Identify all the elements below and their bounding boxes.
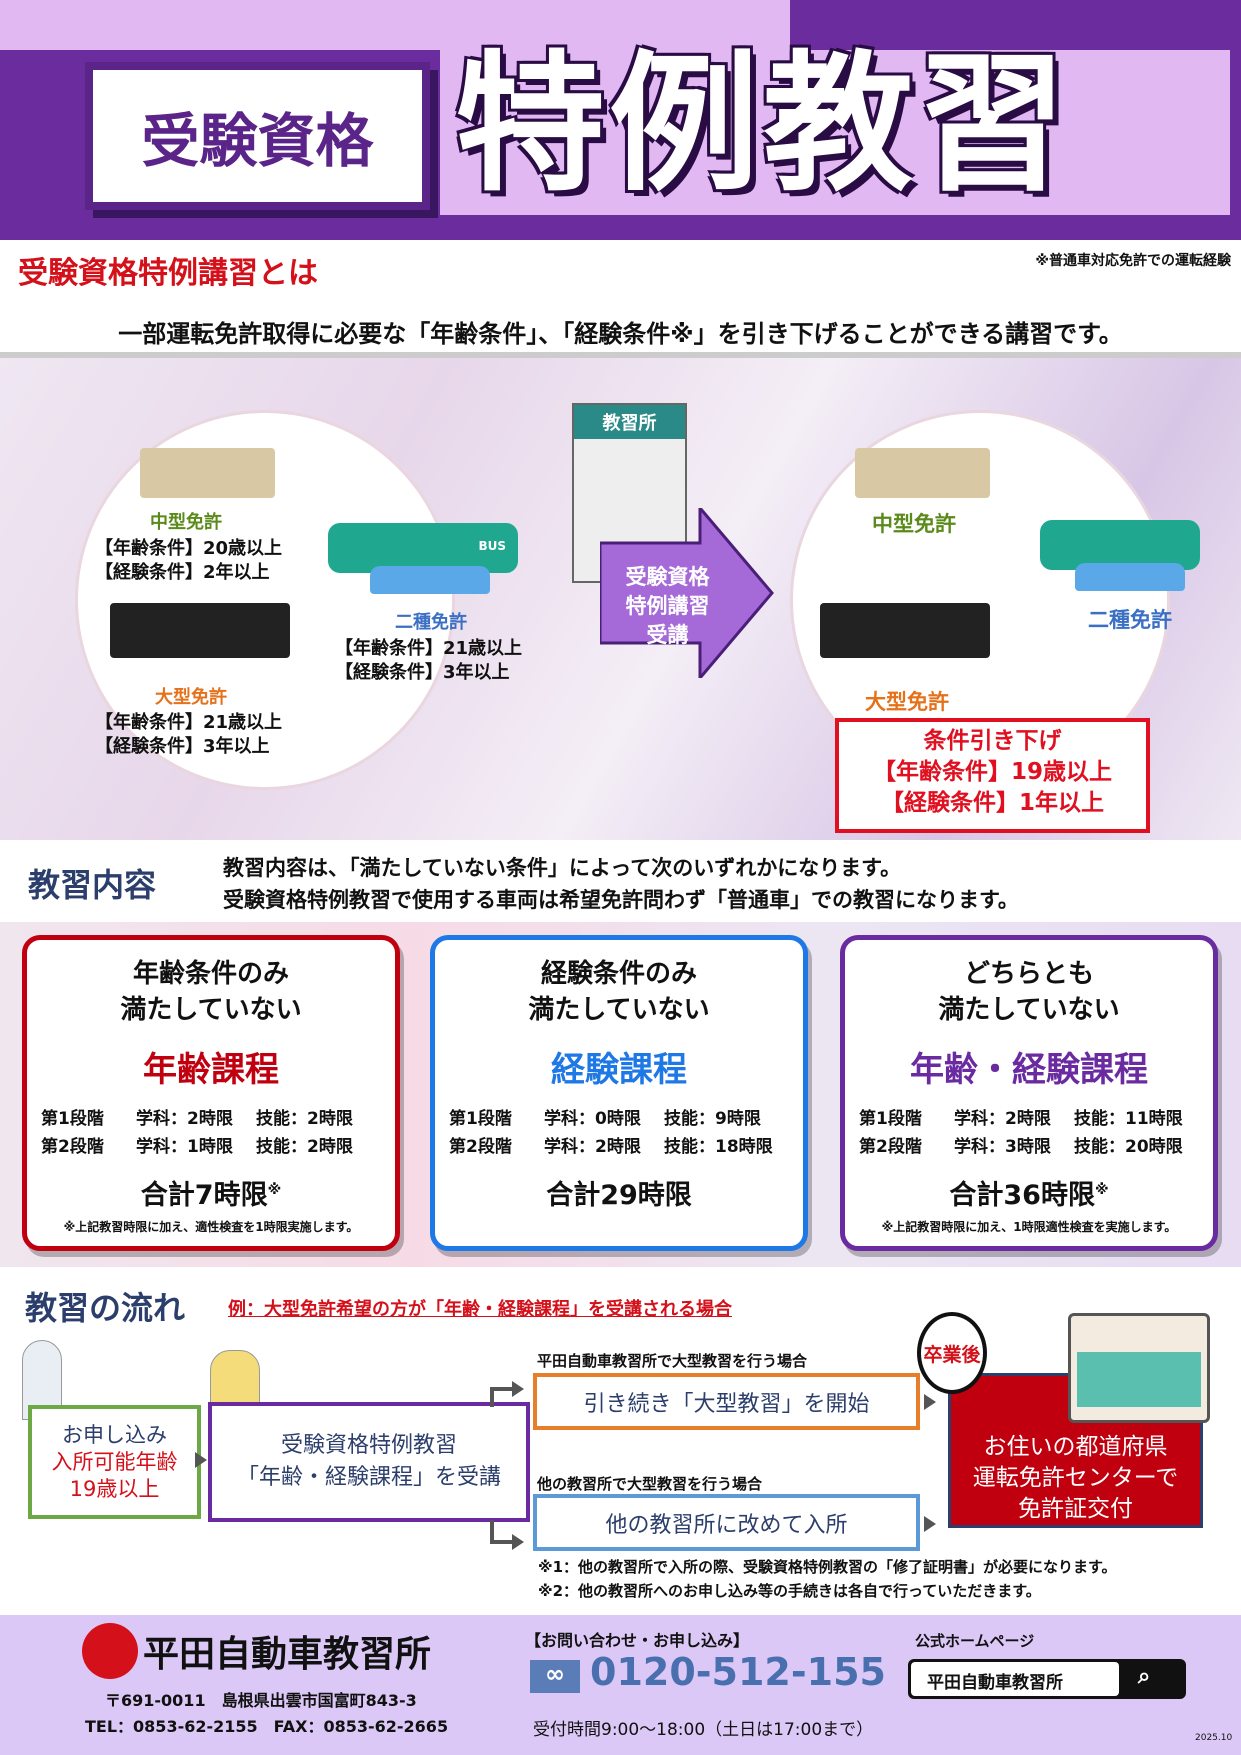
content-heading: 教習内容 <box>28 866 157 904</box>
freedial-icon: ∞ <box>530 1660 580 1693</box>
take-course-box: 受験資格特例教習「年齢・経験課程」を受講 <box>208 1402 530 1522</box>
header-badge: 受験資格 <box>85 62 430 210</box>
bus-icon <box>1040 520 1200 570</box>
course-card: 年齢条件のみ満たしていない 年齢課程 第1段階学科：2時限技能：2時限第2段階学… <box>22 935 400 1251</box>
bus-icon: BUS <box>328 523 518 573</box>
content-description: 教習内容は、「満たしていない条件」によって次のいずれかになります。受験資格特例教… <box>223 856 1019 912</box>
course-total: 合計7時限 <box>140 1180 268 1211</box>
before-second-age: 【年齢条件】21歳以上 <box>335 638 523 659</box>
flow-example: 例：大型免許希望の方が「年齢・経験課程」を受講される場合 <box>228 1299 732 1320</box>
illustration: 中型免許 【年齢条件】20歳以上 【経験条件】2年以上 BUS 二種免許 【年齢… <box>0 358 1241 840</box>
before-large-age: 【年齢条件】21歳以上 <box>95 712 283 733</box>
course-card: どちらとも満たしていない 年齢・経験課程 第1段階学科：2時限技能：11時限第2… <box>840 935 1218 1251</box>
after-second-name: 二種免許 <box>1088 608 1172 632</box>
case-a-box: 引き続き「大型教習」を開始 <box>533 1373 920 1430</box>
course-total: 合計36時限 <box>949 1180 1095 1211</box>
after-medium-name: 中型免許 <box>872 512 956 536</box>
school-name: 平田自動車教習所 <box>143 1634 432 1675</box>
course-name: 年齢課程 <box>143 1050 279 1090</box>
course-name: 年齢・経験課程 <box>910 1050 1148 1090</box>
license-card-icon <box>1068 1313 1210 1423</box>
contact-label: 【お問い合わせ・お申し込み】 <box>525 1631 750 1650</box>
arrow-right-icon <box>600 508 774 678</box>
intro-sentence: 一部運転免許取得に必要な「年齢条件」、「経験条件※」を引き下げることができる講習… <box>118 320 1123 348</box>
intro-heading: 受験資格特例講習とは <box>18 256 318 291</box>
case-b-box: 他の教習所に改めて入所 <box>533 1494 920 1551</box>
before-second-exp: 【経験条件】3年以上 <box>335 662 510 683</box>
truck-medium-icon <box>140 448 275 498</box>
school-logo-icon <box>82 1623 138 1679</box>
before-large-name: 大型免許 <box>155 687 227 708</box>
course-note: ※上記教習時限に加え、適性検査を1時限実施します。 <box>63 1220 359 1234</box>
search-icon[interactable]: ⌕ <box>1138 1664 1151 1689</box>
taxi-icon <box>370 566 490 594</box>
footer: 平田自動車教習所 〒691-0011 島根県出雲市国富町843-3 TEL：08… <box>0 1615 1241 1755</box>
after-large-name: 大型免許 <box>865 690 949 714</box>
course-total: 合計29時限 <box>546 1180 692 1211</box>
flow-heading: 教習の流れ <box>25 1289 186 1327</box>
before-medium-name: 中型免許 <box>150 512 222 533</box>
truck-large-icon <box>820 603 990 658</box>
course-name: 経験課程 <box>551 1050 687 1090</box>
reduced-conditions-box: 条件引き下げ【年齢条件】19歳以上【経験条件】1年以上 <box>835 718 1150 833</box>
tel-fax: TEL：0853-62-2155 FAX：0853-62-2665 <box>85 1717 449 1736</box>
case-a-label: 平田自動車教習所で大型教習を行う場合 <box>537 1352 808 1370</box>
taxi-icon <box>1075 563 1185 591</box>
before-medium-age: 【年齢条件】20歳以上 <box>95 538 283 559</box>
freedial-number[interactable]: 0120-512-155 <box>590 1650 886 1694</box>
school-sign: 教習所 <box>574 405 685 439</box>
address: 〒691-0011 島根県出雲市国富町843-3 <box>105 1691 417 1710</box>
truck-medium-icon <box>855 448 990 498</box>
course-note: ※上記教習時限に加え、1時限適性検査を実施します。 <box>881 1220 1177 1234</box>
header-banner: 受験資格 特例教習 <box>0 0 1241 240</box>
flow-notes: ※1：他の教習所で入所の際、受験資格特例教習の「修了証明書」が必要になります。※… <box>538 1558 1117 1600</box>
before-second-name: 二種免許 <box>395 612 467 633</box>
before-large-exp: 【経験条件】3年以上 <box>95 736 270 757</box>
case-b-label: 他の教習所で大型教習を行う場合 <box>537 1475 763 1493</box>
arrow-label: 受験資格特例講習受講 <box>625 565 710 647</box>
hp-label: 公式ホームページ <box>915 1632 1035 1650</box>
intro-footnote: ※普通車対応免許での運転経験 <box>1035 253 1231 269</box>
search-bar[interactable]: 平田自動車教習所 ⌕ <box>908 1659 1186 1699</box>
header-title: 特例教習 <box>455 38 1072 212</box>
truck-large-icon <box>110 603 290 658</box>
office-hours: 受付時間9:00～18:00（土日は17:00まで） <box>533 1720 874 1740</box>
course-card: 経験条件のみ満たしていない 経験課程 第1段階学科：0時限技能：9時限第2段階学… <box>430 935 808 1251</box>
search-input[interactable]: 平田自動車教習所 <box>911 1662 1119 1696</box>
before-medium-exp: 【経験条件】2年以上 <box>95 562 270 583</box>
date: 2025.10 <box>1195 1733 1233 1743</box>
graduation-badge: 卒業後 <box>917 1312 987 1394</box>
